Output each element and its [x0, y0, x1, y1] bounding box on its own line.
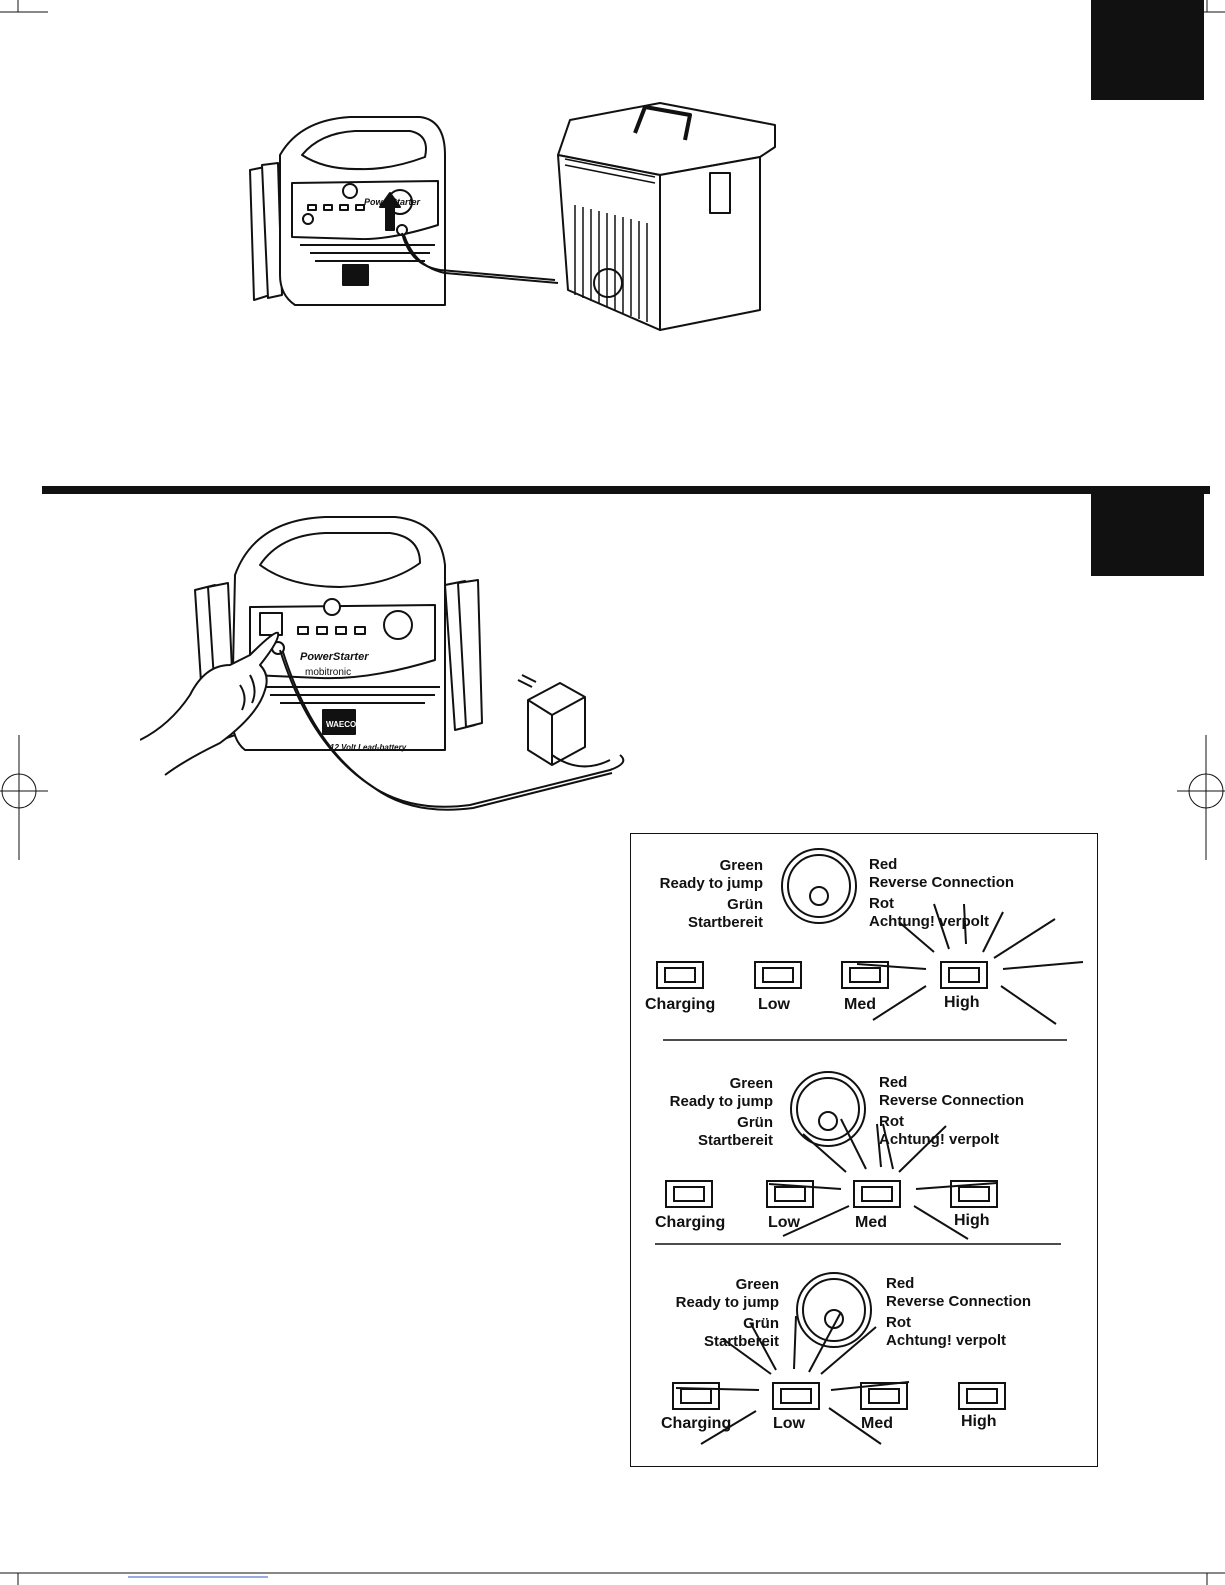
led-label-charging: Charging [661, 1415, 732, 1432]
red-label-en: Red [879, 1074, 908, 1091]
green-desc-de: Startbereit [703, 1333, 779, 1350]
led-label-low: Low [758, 996, 790, 1013]
red-label-en: Red [886, 1275, 915, 1292]
green-desc-en: Ready to jump [669, 1093, 773, 1110]
led-label-med: Med [844, 996, 876, 1013]
red-desc-en: Reverse Connection [869, 874, 1015, 891]
led-label-med: Med [855, 1214, 887, 1231]
device-brand-middle: PowerStarter [300, 651, 369, 663]
led-label-high: High [944, 994, 980, 1011]
green-desc-en: Ready to jump [675, 1294, 779, 1311]
section-tab-middle [1091, 494, 1204, 576]
green-label-en: Green [735, 1276, 779, 1293]
device-sub-brand: mobitronic [305, 667, 351, 678]
green-label-de: Grün [737, 1114, 773, 1131]
green-desc-de: Startbereit [687, 914, 763, 931]
led-label-high: High [954, 1212, 990, 1229]
led-label-charging: Charging [655, 1214, 726, 1231]
led-indicator-artwork [655, 848, 1084, 1445]
led-label-high: High [961, 1413, 997, 1430]
red-desc-de: Achtung! verpolt [879, 1131, 999, 1148]
led-label-low: Low [768, 1214, 800, 1231]
maker-badge: WAECO [326, 720, 356, 729]
green-label-en: Green [719, 857, 763, 874]
led-label-low: Low [773, 1415, 805, 1432]
section-tab-top [1091, 0, 1204, 100]
green-label-de: Grün [743, 1315, 779, 1332]
illustration-powerstarter-charging: PowerStarter mobitronic WAECO 12 Volt Le… [140, 516, 625, 811]
section-divider [42, 486, 1210, 494]
led-label-med: Med [861, 1415, 893, 1432]
red-desc-de: Achtung! verpolt [886, 1332, 1006, 1349]
green-desc-de: Startbereit [697, 1132, 773, 1149]
green-label-de: Grün [727, 896, 763, 913]
red-label-de: Rot [886, 1314, 911, 1331]
red-desc-en: Reverse Connection [879, 1092, 1025, 1109]
green-label-en: Green [729, 1075, 773, 1092]
led-indicator-panel: Green Ready to jump Grün Startbereit Red… [630, 833, 1098, 1467]
battery-label: 12 Volt Lead-battery [330, 743, 407, 752]
red-label-de: Rot [879, 1113, 904, 1130]
red-desc-en: Reverse Connection [886, 1293, 1032, 1310]
red-label-de: Rot [869, 895, 894, 912]
illustration-powerstarter-coolbox: PowerStarter [249, 102, 776, 331]
red-label-en: Red [869, 856, 898, 873]
device-brand-top: PowerStarter [364, 197, 421, 207]
red-desc-de: Achtung! verpolt [869, 913, 989, 930]
green-desc-en: Ready to jump [659, 875, 763, 892]
led-label-charging: Charging [645, 996, 716, 1013]
